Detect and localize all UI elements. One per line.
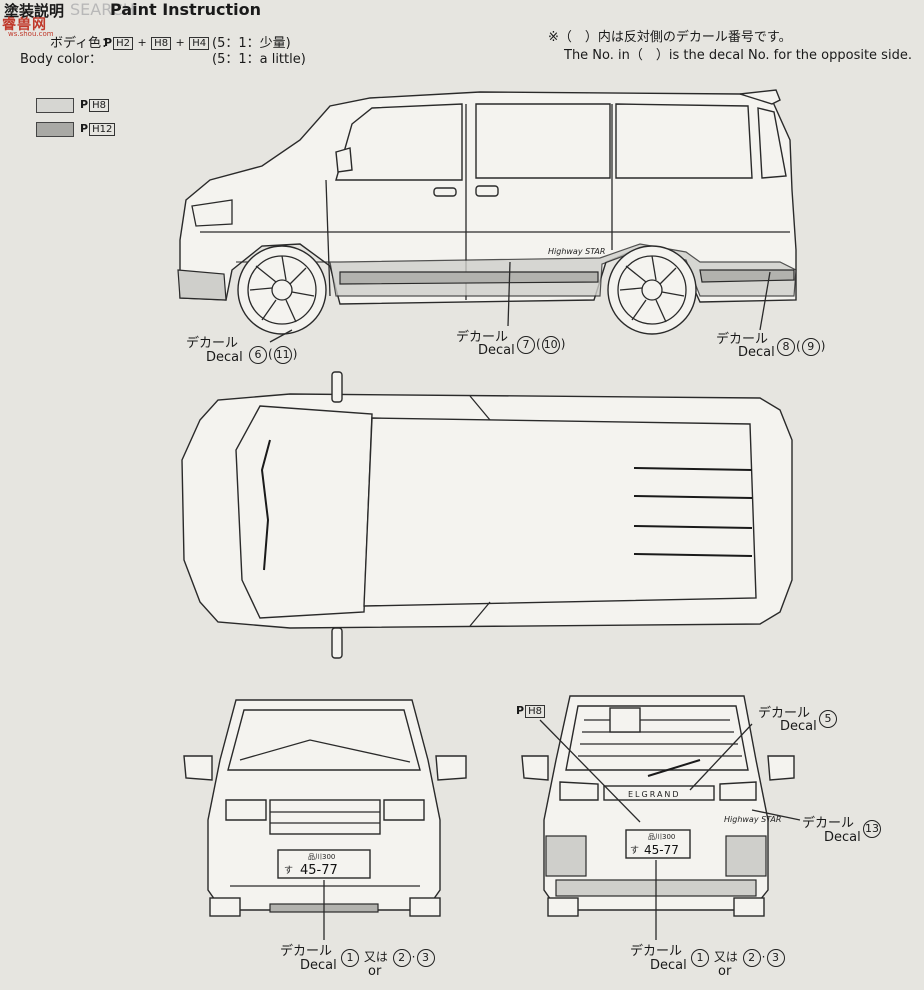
note-en: The No. in（ ）is the decal No. for the op… [564,48,912,63]
decal-rear-plate-jp: デカール [630,944,683,959]
paint-code-box: H8 [525,705,545,718]
or-en: or [368,964,382,979]
decal-8-label-en: Decal [738,345,775,360]
decal-number: 2 [392,949,411,967]
legend-code: H12 [89,123,116,136]
decal-number: 3 [416,949,435,967]
title-jp: 塗装説明 [4,2,65,20]
decal-7-label-jp: デカール [456,330,509,345]
decal-number: 2 [742,949,761,967]
legend-swatch-dark [36,122,74,137]
decal-number: 8 [777,338,795,356]
decal-5-label-jp: デカール [758,706,811,721]
note-jp: ※（ ）内は反対側のデカール番号です。 [548,30,792,45]
rear-view: ELGRAND Highway STAR 品川300 す 45-77 [521,695,801,940]
rear-name-badge: ELGRAND [628,790,681,799]
title-en: Paint Instruction [110,0,261,19]
decal-front-plate-jp: デカール [280,944,333,959]
rear-model-badge: Highway STAR [724,815,781,824]
decal-6-label-jp: デカール [186,336,239,351]
front-plate-top: 品川300 [308,853,335,861]
code-box: H4 [189,37,210,50]
decal-number: 1 [691,949,709,967]
decal-7-label-en: Decal [478,343,515,358]
top-view [181,371,793,659]
rear-plate-number: 45-77 [644,843,679,857]
decal-number: 9 [801,338,820,356]
decal-front-plate-en: Decal [300,958,337,973]
code-box: H8 [151,37,172,50]
front-plate-number: 45-77 [300,863,338,878]
decal-8-numbers: 8(9) [776,338,825,356]
decal-number: 1 [341,949,359,967]
decal-rear-plate-numbers: 1 又は 2·3 [690,948,786,967]
decal-7-numbers: 7(10) [516,336,565,354]
rear-plate-top: 品川300 [648,833,675,841]
decal-13-label-en: Decal [824,830,861,845]
body-color-ratio-en: (5：1：a little) [212,52,306,67]
decal-5-label-en: Decal [780,719,817,734]
front-plate-kana: す [284,865,293,876]
code-box: H2 [113,37,133,50]
decal-separator: · [761,950,766,964]
decal-front-plate-numbers: 1 又は 2·3 [340,948,436,967]
decal-6-label-en: Decal [206,350,243,365]
decal-rear-plate-en: Decal [650,958,687,973]
body-color-ratio-jp: (5：1：少量) [212,36,291,51]
body-color-label-jp: ボディ色： [50,36,115,51]
legend-swatch-light [36,98,74,113]
rear-plate-kana: す [630,845,639,856]
decal-number: 3 [766,949,785,967]
decal-number: 10 [541,336,560,354]
decal-separator: · [411,950,416,964]
decal-6-numbers: 6(11) [248,346,297,364]
decal-number: 5 [819,710,837,728]
decal-number: 7 [517,336,535,354]
decal-13-label-jp: デカール [802,816,855,831]
or-en: or [718,964,732,979]
or-jp: 又は [713,950,738,964]
watermark-url: ws.shou.com [8,30,54,38]
front-view: 品川300 す 45-77 [183,699,467,940]
watermark-search: SEARCH [70,0,135,19]
decal-5-numbers: 5 [818,710,838,728]
decal-8-label-jp: デカール [716,332,769,347]
body-color-label-en: Body color： [20,52,102,67]
legend-code: H8 [89,99,109,112]
side-model-badge: Highway STAR [548,247,605,256]
or-jp: 又は [363,950,388,964]
decal-number: 13 [863,820,881,838]
decal-number: 11 [273,346,292,364]
decal-13-numbers: 13 [862,820,882,838]
watermark-site: 睿兽网 [2,17,47,33]
side-view: Highway STAR [177,89,797,343]
decal-number: 6 [249,346,267,364]
